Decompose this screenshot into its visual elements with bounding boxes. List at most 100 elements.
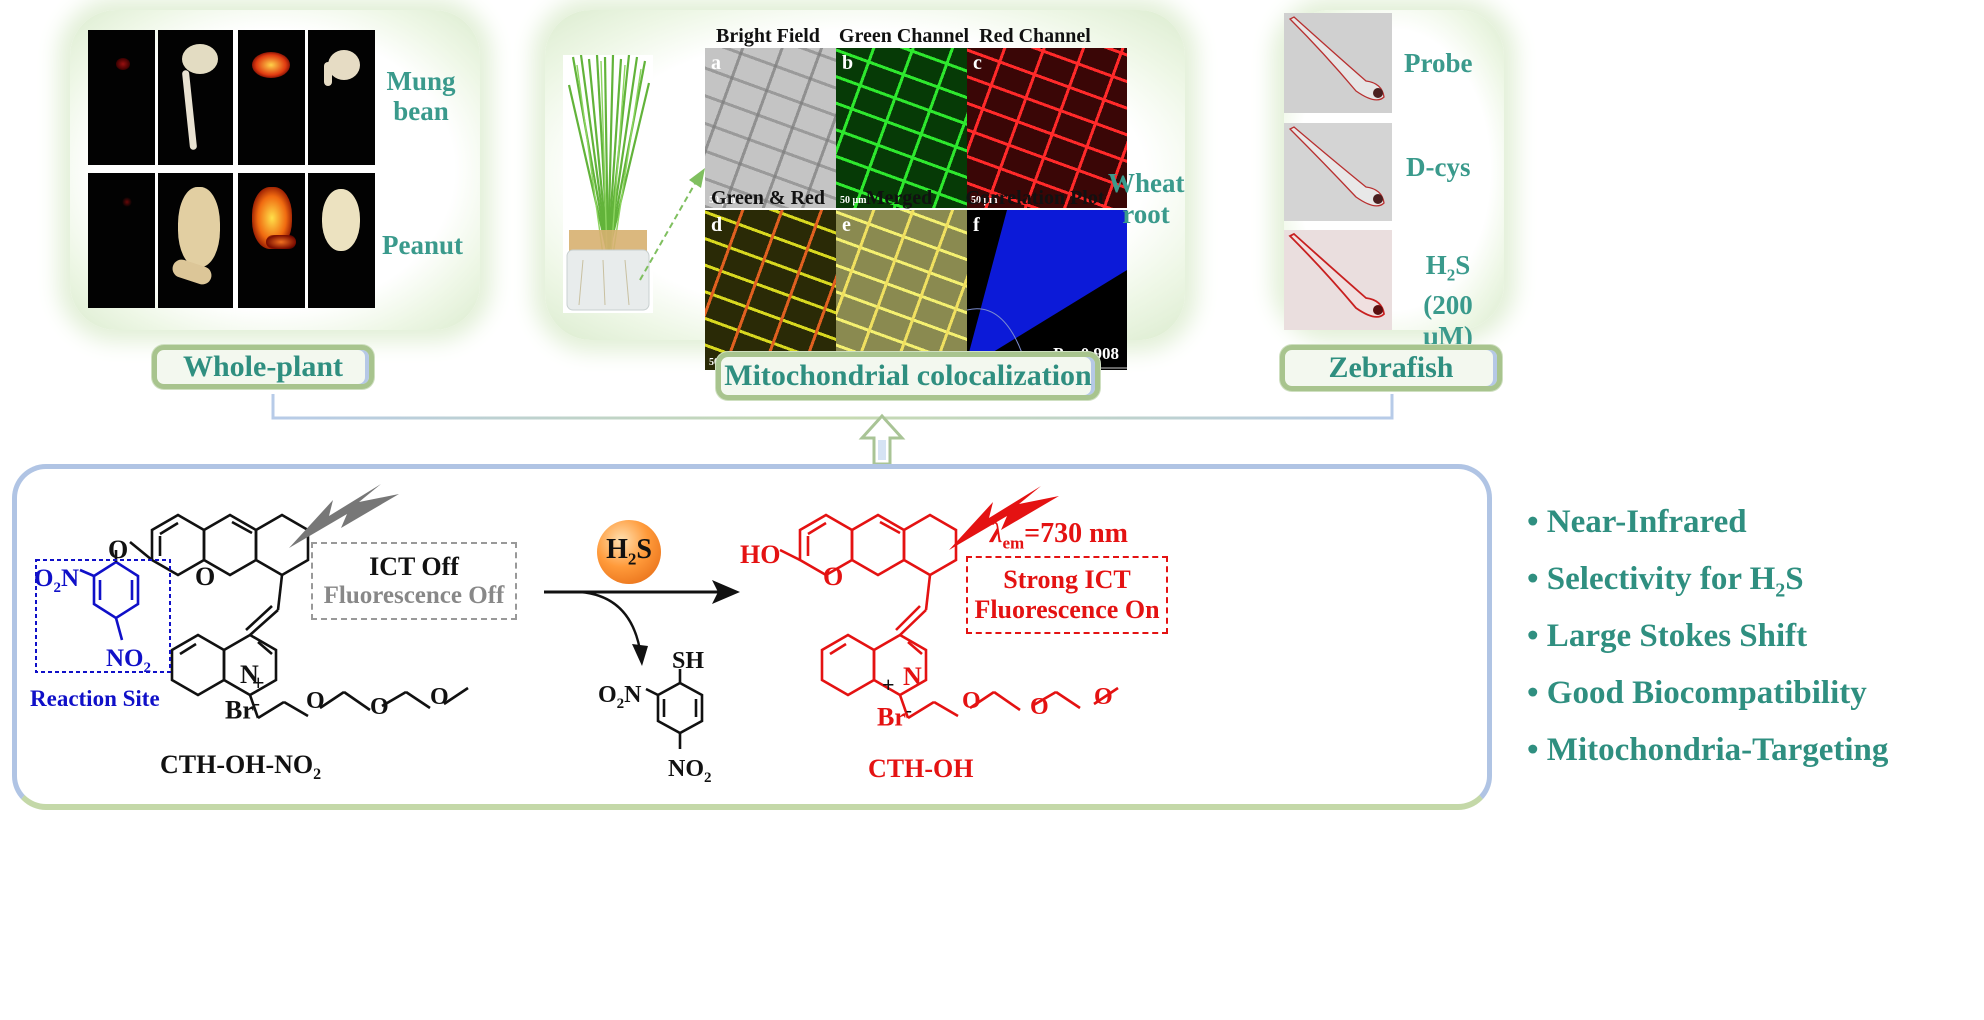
feature-biocompatibility: • Good Biocompatibility (1527, 675, 1867, 711)
product-nplus: + (882, 672, 895, 697)
no2-no: NO (106, 645, 144, 672)
bp-n: N (624, 682, 642, 708)
probe-name-text: CTH-OH-NO (160, 750, 314, 779)
bp-no: NO (668, 756, 704, 782)
zf-sub: 2 (1446, 265, 1456, 285)
zebrafish-dcys-drawing (1288, 126, 1385, 207)
micro-letter-b: b (842, 52, 854, 74)
ict-off-label: ICT Off (369, 552, 459, 581)
fluor-on-label: Fluorescence On (974, 595, 1160, 624)
o2n-n: N (60, 565, 80, 592)
micro-letter-c: c (973, 52, 982, 74)
reagent-s: S (636, 534, 652, 566)
pbr-text: Br (877, 702, 906, 732)
feature-selectivity: • Selectivity for H2S (1527, 561, 1804, 603)
feature-selectivity-text: • Selectivity for H (1527, 561, 1776, 597)
reactant-structure (35, 513, 469, 720)
wheat-root-line2: root (1122, 199, 1170, 229)
feature-near-infrared: • Near-Infrared (1527, 504, 1747, 540)
product-name: CTH-OH (868, 754, 974, 783)
micro-red-channel: c 50 μm (967, 48, 1127, 208)
title-red-channel: Red Channel (979, 25, 1091, 47)
reagent-sub: 2 (627, 549, 637, 569)
connector-bracket (271, 394, 1394, 466)
mung-bean-label: Mung bean (386, 66, 456, 126)
fluor-off-label: Fluorescence Off (323, 582, 505, 609)
scale-bar-a: 50 μm (709, 195, 736, 206)
zebrafish-image-probe (1284, 13, 1392, 113)
byproduct-no2: NO2 (668, 756, 712, 787)
micro-letter-e: e (842, 214, 851, 236)
byproduct-structure (645, 669, 704, 749)
bp-o: O (598, 682, 617, 708)
mung-bean-fluor-image-2 (238, 30, 305, 165)
mung-bean-photo-2 (308, 30, 375, 165)
zebrafish-image-dcys (1284, 123, 1392, 221)
o2n-o: O (34, 565, 54, 592)
no2-sub: 2 (143, 660, 152, 676)
zf-s: S (1455, 250, 1471, 280)
whole-plant-label: Whole-plant (152, 345, 374, 389)
reagent-h: H (606, 534, 628, 566)
probe-name-sub: 2 (313, 766, 322, 784)
scale-bar-b: 50 μm (840, 195, 867, 206)
mung-bean-label-line2: bean (393, 96, 449, 126)
product-br: Br- (877, 700, 912, 733)
product-chain-o-3: O (1094, 684, 1113, 710)
zf-h: H (1425, 250, 1447, 280)
h2s-reagent-text: H2S (606, 534, 652, 570)
red-lightning-icon (949, 486, 1059, 550)
br-text: Br (225, 695, 254, 725)
feature-selectivity-sub: 2 (1775, 579, 1786, 602)
reactant-name: CTH-OH-NO2 (160, 750, 321, 784)
title-correlation-plot: Correlation Plot (965, 187, 1105, 209)
o2n-sub: 2 (53, 580, 61, 596)
peanut-photo-1 (158, 173, 233, 308)
micro-letter-d: d (711, 214, 723, 236)
product-structure (779, 513, 1119, 720)
zf-conc: (200 μM) (1423, 290, 1473, 352)
no2-label: NO2 (106, 645, 151, 677)
feature-mito-targeting: • Mitochondria-Targeting (1527, 732, 1889, 768)
lambda-em-label: λem=730 nm (990, 518, 1128, 554)
bp-sub: 2 (616, 695, 625, 712)
chain-o-2: O (370, 694, 389, 720)
o2n-label: O2N (34, 565, 79, 597)
grey-lightning-icon (289, 484, 399, 548)
ho-label: HO (740, 540, 781, 569)
feature-stokes-shift: • Large Stokes Shift (1527, 618, 1808, 654)
mito-label: Mitochondrial colocalization (716, 352, 1100, 400)
feature-selectivity-tail: S (1785, 561, 1804, 597)
reaction-frame (12, 464, 1492, 810)
strong-ict-label: Strong ICT (1003, 565, 1131, 594)
xanthene-o-label: O (195, 562, 216, 591)
reaction-site-label: Reaction Site (30, 686, 160, 711)
product-n-label: N (903, 662, 922, 691)
strong-ict-box: Strong ICT Fluorescence On (966, 556, 1168, 634)
lambda-value: =730 nm (1024, 518, 1129, 549)
peanut-photo-2 (308, 173, 375, 308)
scale-bar-c: 50 μm (971, 195, 998, 206)
pbr-minus: - (905, 700, 912, 720)
byproduct-o2n: O2N (598, 682, 642, 713)
micro-correlation-plot: f P = 0.908 (967, 210, 1127, 370)
reactant-nplus: + (252, 670, 265, 695)
sh-label: SH (672, 648, 705, 674)
micro-letter-f: f (973, 214, 980, 236)
title-merged: Merged (865, 187, 933, 209)
product-xanthene-o: O (823, 562, 844, 591)
reaction-arrow (544, 580, 740, 666)
peanut-fluor-image-2 (238, 173, 305, 308)
zebrafish-label: Zebrafish (1280, 345, 1502, 391)
zebrafish-h2s-label: H2S (200 μM) (1396, 250, 1500, 352)
reactant-o-label: O (108, 535, 129, 564)
chain-o-1: O (306, 688, 325, 714)
product-chain-o-1: O (962, 688, 981, 714)
zebrafish-image-h2s (1284, 230, 1392, 330)
mung-bean-label-line1: Mung (386, 66, 456, 96)
zebrafish-h2s-drawing (1288, 232, 1385, 318)
peanut-label: Peanut (382, 230, 463, 260)
dashed-arrow (639, 168, 705, 281)
bp-no-sub: 2 (704, 769, 712, 786)
title-bright-field: Bright Field (716, 25, 820, 47)
